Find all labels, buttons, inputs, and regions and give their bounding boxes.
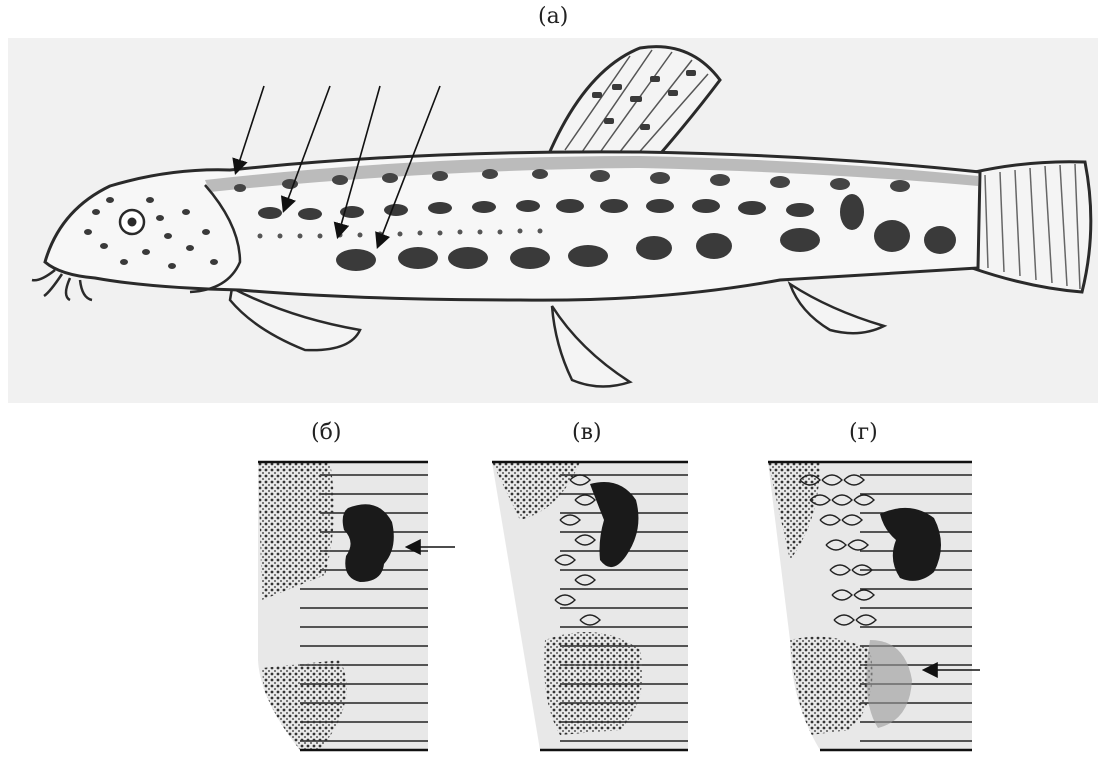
panel-v-dots-bottom [544,632,643,735]
panel-v-diagram [492,462,688,750]
pupil [128,218,137,227]
panel-g-diagram [768,462,980,750]
panel-b-diagram [258,462,455,750]
fish-drawing [8,38,1098,403]
